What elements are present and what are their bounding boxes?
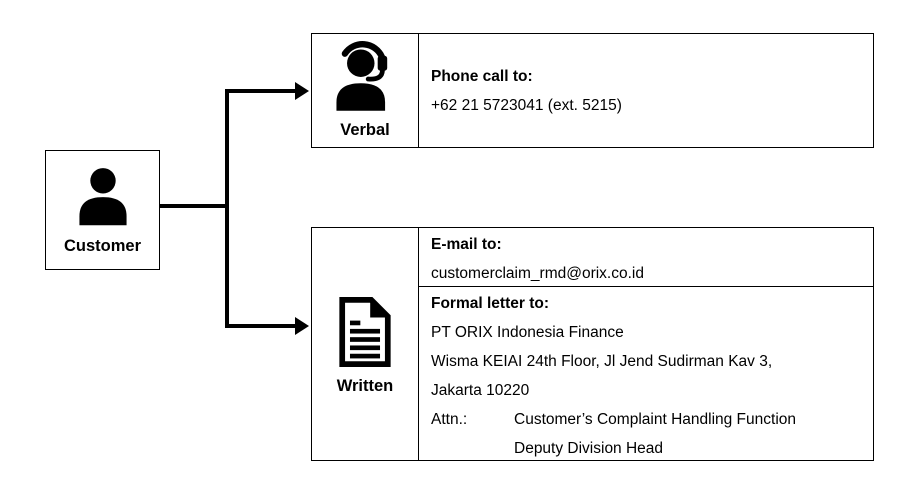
arrowhead-written-icon xyxy=(295,317,309,335)
phone-heading: Phone call to: xyxy=(431,67,533,85)
verbal-text-cell: Phone call to: +62 21 5723041 (ext. 5215… xyxy=(419,34,873,147)
connector-customer-trunk xyxy=(160,204,229,208)
arrowhead-verbal-icon xyxy=(295,82,309,100)
letter-address-2: Jakarta 10220 xyxy=(431,382,530,399)
letter-cell: Formal letter to: PT ORIX Indonesia Fina… xyxy=(419,287,873,463)
email-address: customerclaim_rmd@orix.co.id xyxy=(431,265,644,282)
phone-number: +62 21 5723041 (ext. 5215) xyxy=(431,96,622,114)
attn-deputy: Deputy Division Head xyxy=(514,440,664,457)
letter-heading: Formal letter to: xyxy=(431,295,549,312)
customer-box: Customer xyxy=(45,150,160,270)
attn-label: Attn.: xyxy=(431,411,468,428)
customer-label: Customer xyxy=(63,236,141,255)
verbal-box: Verbal Phone call to: +62 21 5723041 (ex… xyxy=(311,33,874,148)
headset-person-icon xyxy=(333,41,397,115)
written-label: Written xyxy=(336,376,394,395)
attn-function: Customer’s Complaint Handling Function xyxy=(514,411,797,428)
person-icon xyxy=(74,165,132,231)
email-cell: E-mail to: customerclaim_rmd@orix.co.id xyxy=(419,228,873,287)
document-icon xyxy=(336,293,394,371)
written-text-column: E-mail to: customerclaim_rmd@orix.co.id … xyxy=(419,228,873,460)
written-box: Written E-mail to: customerclaim_rmd@ori… xyxy=(311,227,874,461)
written-icon-cell: Written xyxy=(312,228,419,460)
letter-address-1: Wisma KEIAI 24th Floor, Jl Jend Sudirman… xyxy=(431,353,773,370)
connector-trunk xyxy=(225,89,229,328)
verbal-icon-cell: Verbal xyxy=(312,34,419,147)
attn-row: Attn.: Customer’s Complaint Handling Fun… xyxy=(431,405,873,434)
email-heading: E-mail to: xyxy=(431,236,502,253)
connector-arm-verbal xyxy=(225,89,298,93)
verbal-label: Verbal xyxy=(340,121,390,139)
letter-company: PT ORIX Indonesia Finance xyxy=(431,324,624,341)
connector-arm-written xyxy=(225,324,298,328)
